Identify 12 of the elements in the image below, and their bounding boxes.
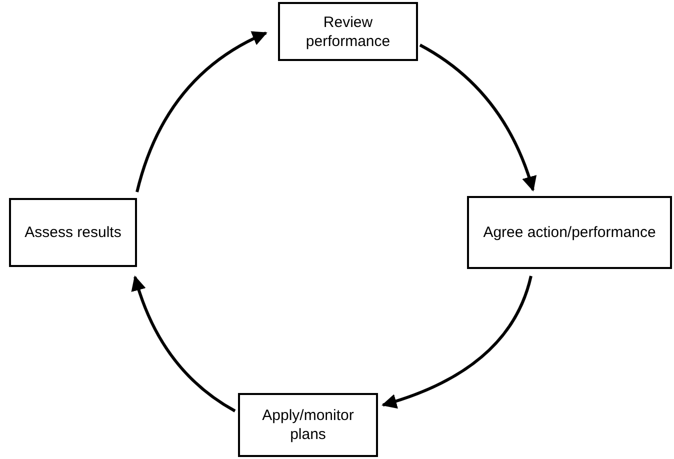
curved-arrow <box>132 276 236 412</box>
curved-arrow <box>419 44 536 192</box>
curved-arrow <box>136 32 268 192</box>
process-box <box>278 2 418 61</box>
curved-arrow <box>382 276 532 408</box>
box-label: Assess results <box>24 223 122 242</box>
process-box <box>467 196 672 269</box>
box-label: Review performance <box>304 12 392 50</box>
process-box <box>9 198 137 267</box>
process-box <box>238 393 378 457</box>
box-label: Agree action/performance <box>483 223 656 242</box>
box-label: Apply/monitor plans <box>261 406 355 444</box>
